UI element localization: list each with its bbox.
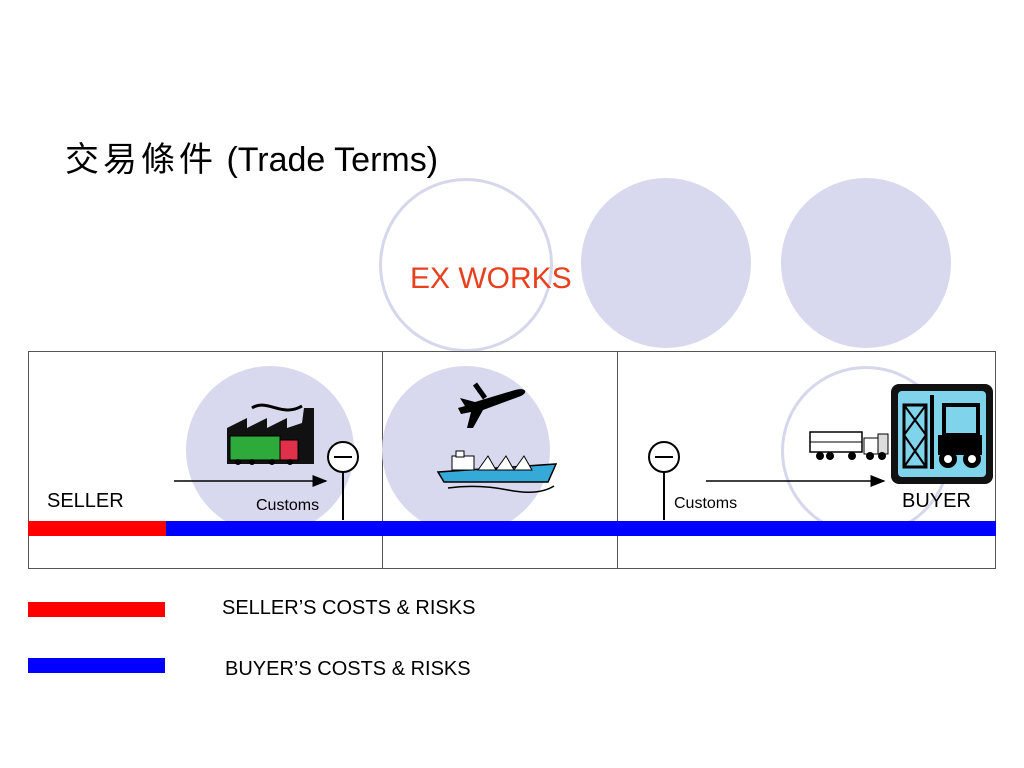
seller-label: SELLER (47, 490, 124, 512)
deco-circle-filled-1 (581, 178, 751, 348)
factory-icon (227, 403, 314, 465)
trade-term-title: EX WORKS (410, 262, 572, 295)
forklift-warehouse-icon (891, 384, 993, 484)
deco-circle-filled-2 (781, 178, 951, 348)
legend-buyer-text: BUYER’S COSTS & RISKS (225, 658, 471, 680)
legend-seller-swatch (28, 602, 165, 617)
buyer-label: BUYER (902, 490, 971, 512)
customs-marker-right (648, 441, 680, 520)
airplane-icon (458, 382, 526, 428)
seller-cost-bar (28, 521, 166, 536)
ship-icon (436, 450, 558, 493)
customs-label-right: Customs (674, 495, 738, 512)
divider-2 (617, 351, 618, 569)
slide-title: 交易條件 (Trade Terms) (65, 138, 438, 182)
title-english: (Trade Terms) (226, 141, 439, 179)
title-chinese: 交易條件 (65, 140, 217, 180)
customs-label-left: Customs (256, 497, 320, 514)
buyer-cost-bar (166, 521, 996, 536)
customs-marker-left (327, 441, 359, 520)
truck-icon (809, 431, 889, 460)
deco-circle-outline (379, 178, 553, 352)
diagram-frame (28, 351, 996, 569)
legend-seller-text: SELLER’S COSTS & RISKS (222, 597, 476, 619)
legend-buyer-swatch (28, 658, 165, 673)
